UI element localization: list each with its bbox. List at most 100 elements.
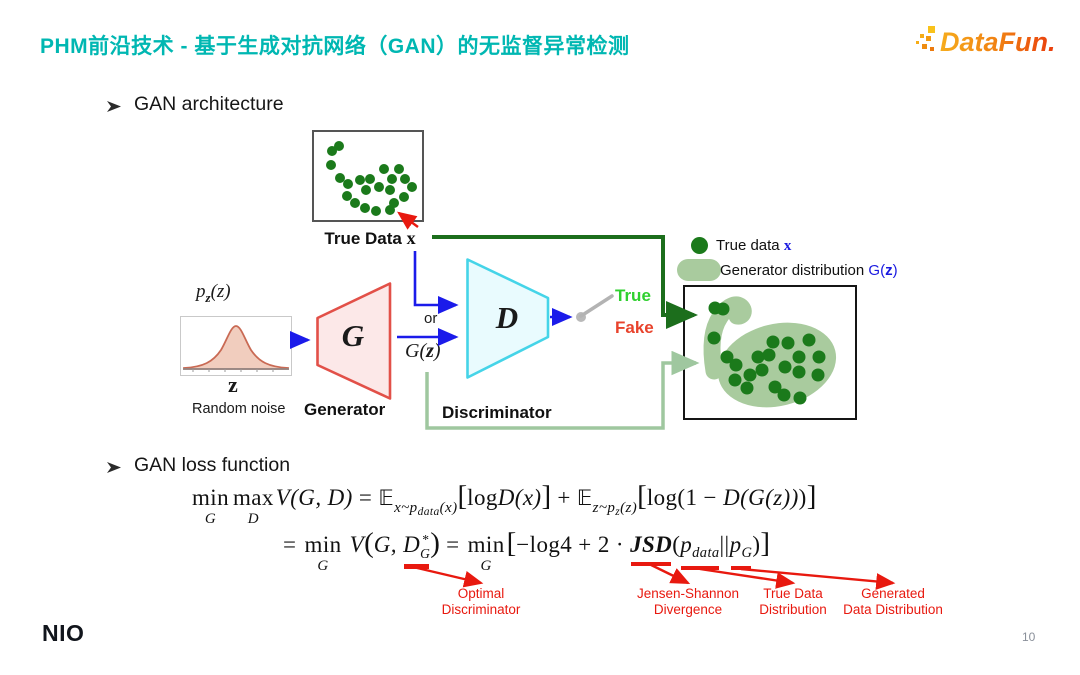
data-point	[766, 335, 780, 349]
expectation-symbol: 𝔼	[576, 486, 593, 510]
page-title: PHM前沿技术 - 基于生成对抗网络（GAN）的无监督异常检测	[40, 35, 630, 58]
data-point	[802, 333, 816, 347]
data-point	[334, 141, 344, 151]
data-point	[728, 373, 742, 387]
switch-pivot	[576, 312, 586, 322]
legend-generator-dist-swatch	[677, 259, 721, 281]
arrow-bullet-icon	[107, 462, 121, 473]
legend-true-data: True data x	[716, 237, 792, 254]
blob-dots	[707, 301, 826, 405]
scatter-dots	[326, 141, 417, 216]
data-point	[777, 388, 791, 402]
data-point	[335, 173, 345, 183]
data-point	[407, 182, 417, 192]
data-point	[740, 381, 754, 395]
data-point	[720, 350, 734, 364]
legend-true-data-swatch	[691, 237, 708, 254]
data-point	[751, 350, 765, 364]
true-data-scatter-box	[312, 130, 424, 222]
data-point	[343, 179, 353, 189]
data-point	[778, 360, 792, 374]
generated-distribution-term: pG	[729, 532, 753, 570]
data-point	[792, 365, 806, 379]
logo-pixel	[928, 26, 935, 33]
data-point	[394, 164, 404, 174]
data-point	[399, 192, 409, 202]
data-point	[374, 182, 384, 192]
data-point	[327, 146, 337, 156]
data-point	[355, 175, 365, 185]
output-fake-label: Fake	[615, 318, 654, 337]
data-point	[812, 350, 826, 364]
generator-letter: G	[341, 318, 365, 353]
data-point	[792, 350, 806, 364]
generator-distribution-box	[683, 285, 857, 420]
z-label: z	[228, 372, 238, 397]
logo-pixel	[926, 36, 931, 41]
logo-pixel	[922, 44, 927, 49]
expectation-symbol: 𝔼	[378, 486, 395, 510]
data-point	[768, 380, 782, 394]
legend-generator-dist: Generator distribution G(z)	[720, 262, 898, 279]
datafun-logo-text: DataFun.	[940, 27, 1056, 57]
data-point	[793, 391, 807, 405]
jsd-term: JSD	[630, 532, 673, 566]
data-point	[755, 363, 769, 377]
discriminator-caption: Discriminator	[442, 403, 552, 422]
logo-pixel	[930, 47, 934, 51]
logo-pixel	[920, 34, 924, 38]
data-point	[716, 302, 730, 316]
section-gan-architecture: GAN architecture	[134, 93, 284, 115]
noise-curve-plot	[180, 316, 292, 376]
optimal-discriminator-term: D*G	[403, 531, 431, 569]
or-label: or	[424, 310, 438, 327]
data-point	[389, 198, 399, 208]
data-point	[707, 331, 721, 345]
datafun-logo: DataFun.	[914, 25, 1064, 65]
data-point	[781, 336, 795, 350]
true-data-var: x	[406, 228, 416, 248]
gz-label: G(z)	[405, 340, 441, 362]
data-point	[762, 348, 776, 362]
generator-caption: Generator	[304, 400, 386, 419]
discriminator-letter: D	[495, 300, 519, 335]
noise-distribution-label: pz(z)	[196, 281, 231, 305]
section-gan-loss: GAN loss function	[134, 454, 291, 476]
expectation-subscript: x~pdata(x)	[394, 500, 458, 518]
data-point	[350, 198, 360, 208]
logo-pixel	[916, 41, 919, 44]
data-point	[365, 174, 375, 184]
page-number: 10	[1022, 630, 1036, 644]
gaussian-curve	[183, 325, 289, 370]
true-data-distribution-term: pdata	[680, 532, 720, 570]
data-point	[342, 191, 352, 201]
data-point	[360, 203, 370, 213]
output-true-label: True	[615, 286, 651, 305]
data-point	[385, 185, 395, 195]
arrow-truedata-to-discriminator	[413, 251, 459, 315]
generator-shape	[316, 282, 392, 400]
data-point	[743, 368, 757, 382]
expectation-subscript: z~pz(z)	[592, 500, 638, 518]
data-point	[729, 358, 743, 372]
data-point	[387, 174, 397, 184]
data-point	[361, 185, 371, 195]
data-point	[379, 164, 389, 174]
data-point	[371, 206, 381, 216]
data-point	[400, 174, 410, 184]
arrow-bullet-icon	[107, 101, 121, 112]
nio-logo: NIO	[42, 620, 85, 646]
plot-ticks	[192, 369, 274, 372]
data-point	[326, 160, 336, 170]
distribution-blob	[703, 296, 837, 408]
